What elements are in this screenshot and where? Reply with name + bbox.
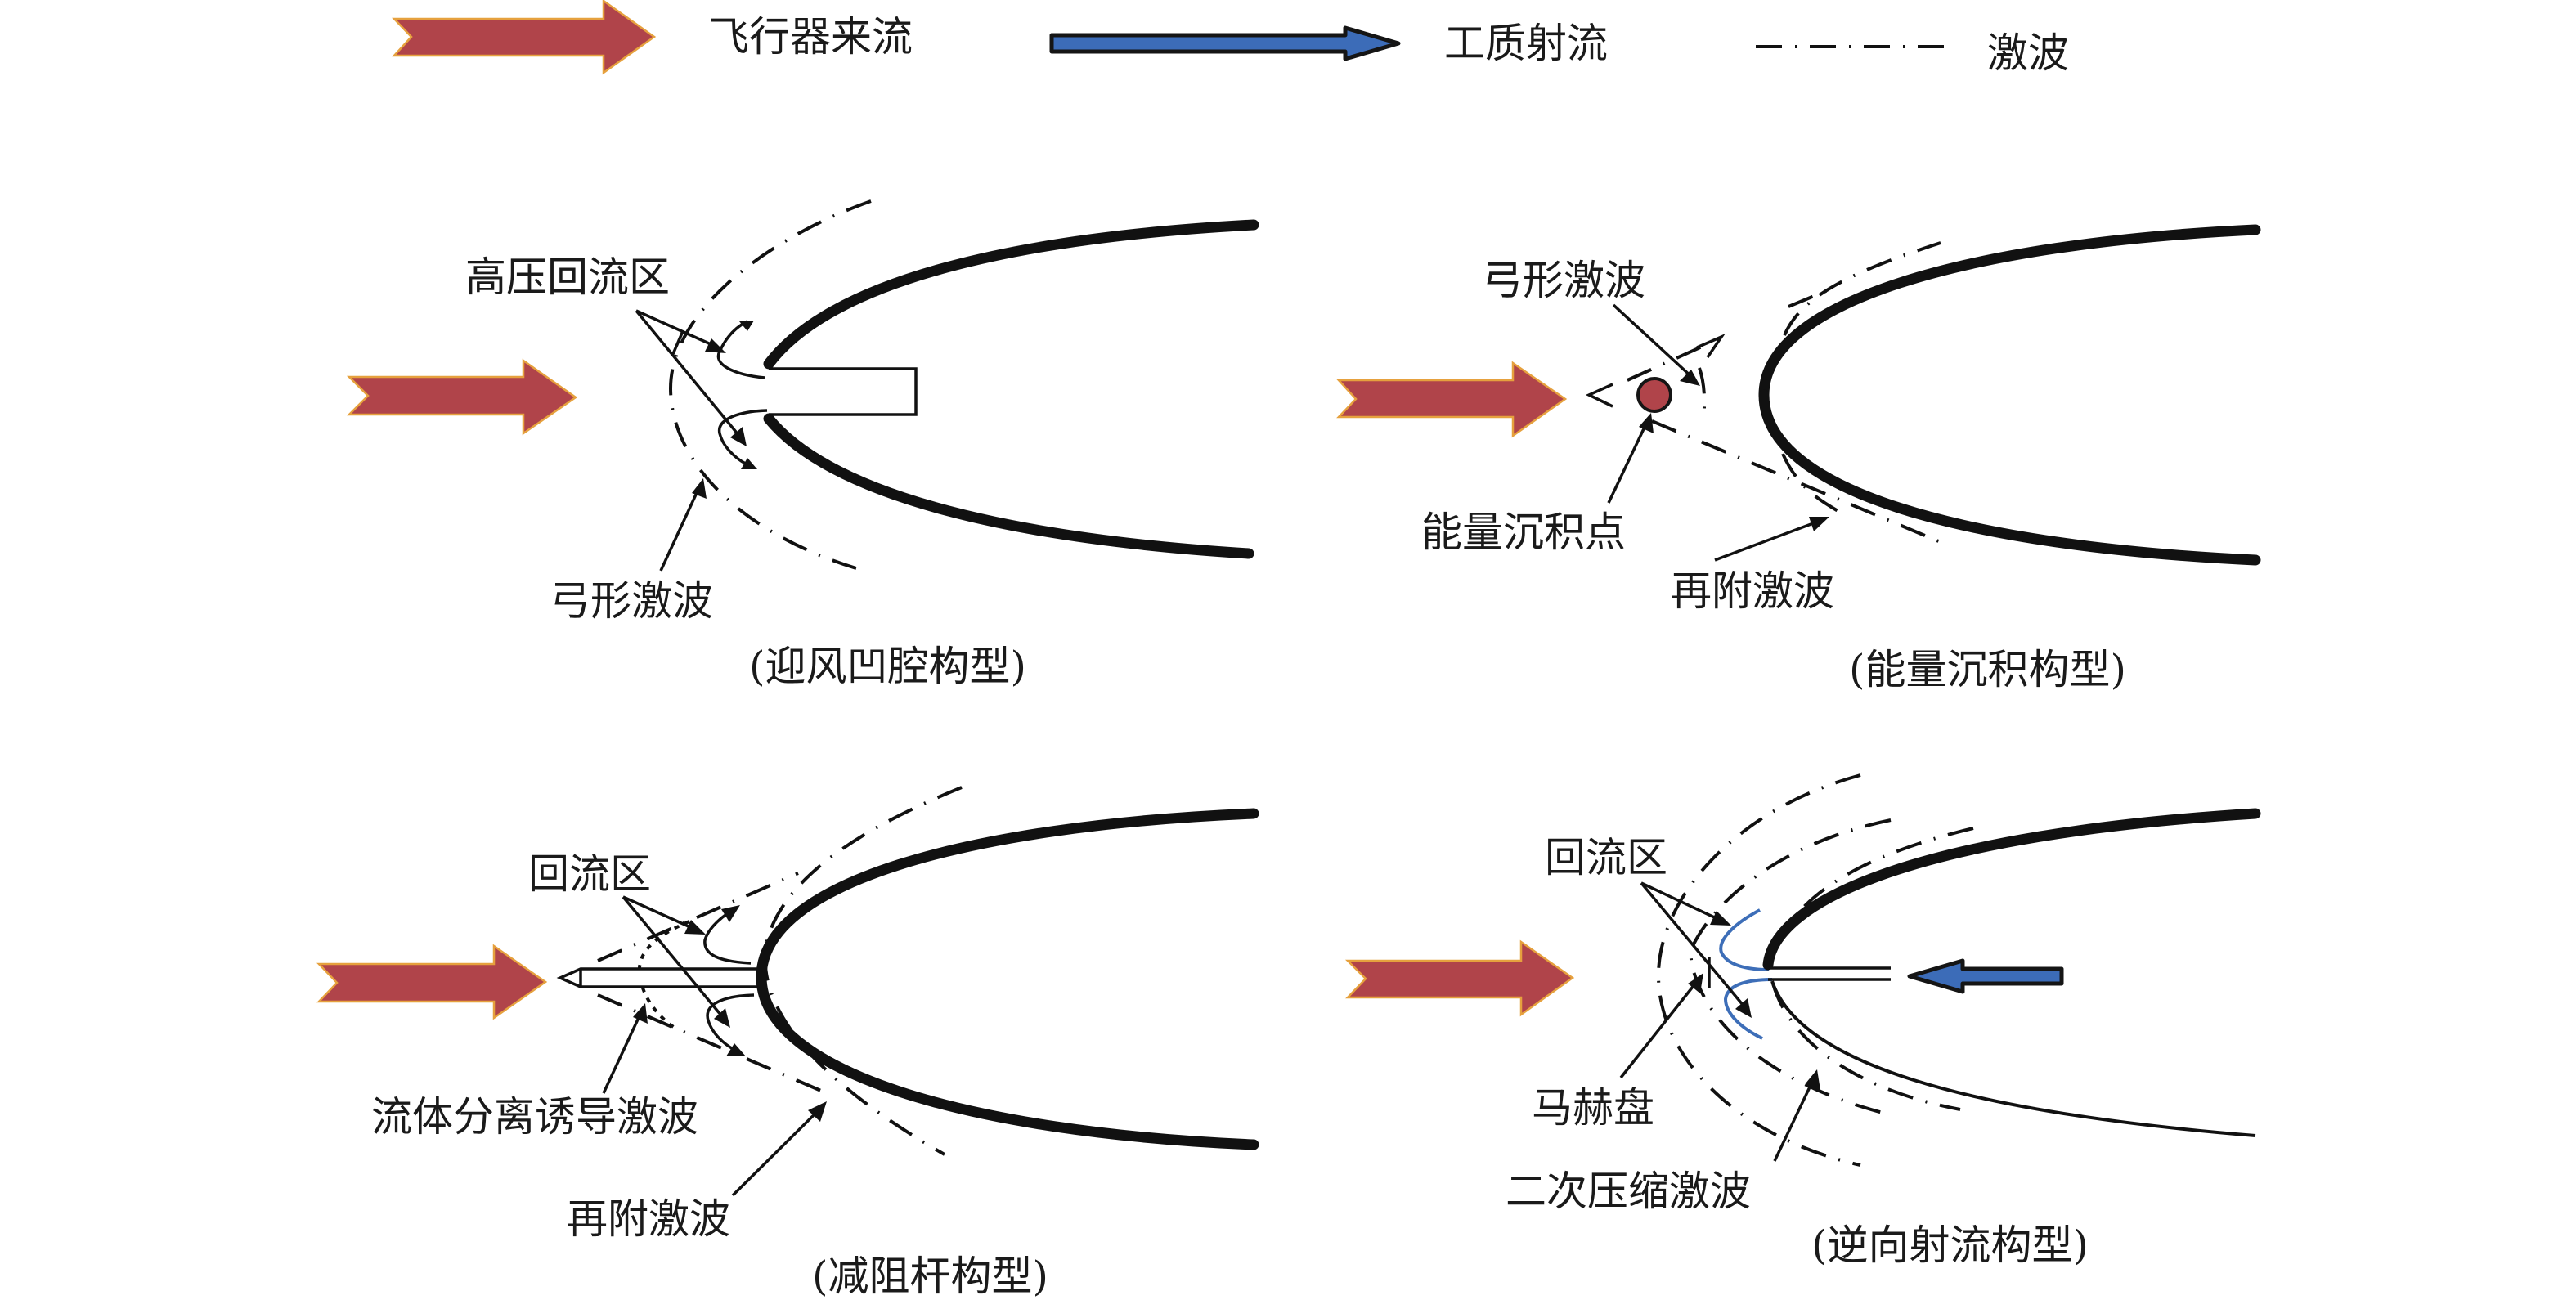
arrowhead-icon <box>1809 517 1829 531</box>
pointer-line <box>1612 303 1696 381</box>
panel-energy-deposition: 弓形激波 能量沉积点 再附激波 (能量沉积构型) <box>1336 224 2261 693</box>
freestream-arrow-icon <box>1344 939 1575 1017</box>
caption-cavity: (迎风凹腔构型) <box>749 643 1026 690</box>
jet-arrow-icon <box>1049 25 1401 61</box>
legend-freestream: 飞行器来流 <box>392 0 913 75</box>
panel-cavity: 高压回流区 弓形激波 (迎风凹腔构型) <box>346 199 1259 690</box>
label-energy-point: 能量沉积点 <box>1421 509 1626 556</box>
legend-jet: 工质射流 <box>1049 20 1608 67</box>
bow-shock <box>668 199 872 570</box>
label-secondary-shock: 二次压缩激波 <box>1506 1168 1751 1215</box>
pointer-line <box>602 1010 644 1094</box>
vehicle-body-lower <box>763 413 1254 559</box>
caption-spike: (减阻杆构型) <box>812 1253 1048 1300</box>
freestream-arrow-icon <box>346 358 578 436</box>
arrowhead-icon <box>721 905 740 922</box>
reattach-shock-upper <box>1783 241 1941 336</box>
pointer-line <box>1607 419 1649 504</box>
arrowhead-icon <box>739 321 754 331</box>
separation-shock-lower <box>597 993 828 1095</box>
label-mach-disk: 马赫盘 <box>1532 1084 1654 1132</box>
jet-boundary-lower <box>1723 978 1773 1040</box>
pointer-line <box>659 485 702 572</box>
arrowhead-icon <box>705 338 726 353</box>
label-recirculation: 回流区 <box>1545 834 1667 881</box>
jet-arrow-icon <box>1907 958 2064 994</box>
recirculation-upper <box>703 908 752 965</box>
vehicle-body-upper <box>1762 808 2261 971</box>
caption-energy-deposition: (能量沉积构型) <box>1849 646 2126 693</box>
legend-freestream-label: 飞行器来流 <box>708 13 913 61</box>
energy-deposition-point <box>1636 377 1672 413</box>
arrowhead-icon <box>1680 370 1700 386</box>
vehicle-body-lower <box>756 971 1259 1150</box>
arrowhead-icon <box>714 1008 730 1028</box>
arrowhead-icon <box>633 1003 648 1024</box>
secondary-compression-shock-lower <box>1771 983 1961 1111</box>
pointer-line <box>1773 1076 1816 1162</box>
arrowhead-icon <box>1806 1069 1820 1090</box>
vehicle-body-upper <box>756 808 1259 983</box>
vehicle-body-lower <box>1770 980 2256 1137</box>
caption-counterflow-jet: (逆向射流构型) <box>1811 1222 2089 1269</box>
recirculation-upper <box>716 351 765 379</box>
vehicle-body-upper <box>763 219 1259 370</box>
arrowhead-icon <box>1710 911 1731 926</box>
legend: 飞行器来流 工质射流 激波 <box>392 0 2069 77</box>
arrowhead-icon <box>1735 998 1752 1018</box>
label-separation-shock: 流体分离诱导激波 <box>371 1093 698 1141</box>
separation-shock-upper <box>597 872 799 962</box>
shock-vertex <box>1585 383 1613 408</box>
bow-shock <box>1698 367 1707 418</box>
arrowhead-icon <box>726 1043 746 1056</box>
reattach-shock-upper-2 <box>1788 287 1833 308</box>
recirculation-lower <box>706 993 755 1054</box>
arrowhead-icon <box>1688 973 1703 993</box>
label-bow-shock: 弓形激波 <box>550 577 713 625</box>
jet-boundary-upper <box>1719 908 1770 971</box>
arrowhead-icon <box>808 1101 827 1122</box>
label-recirculation: 回流区 <box>528 850 651 898</box>
shock-tip <box>1696 333 1726 358</box>
angle-mark <box>671 330 684 355</box>
pointer-line <box>635 309 744 442</box>
vehicle-body-lower <box>1758 389 2261 566</box>
label-bow-shock: 弓形激波 <box>1482 257 1645 304</box>
pointer-line <box>622 895 698 932</box>
pointer-line <box>1714 518 1823 562</box>
label-recirculation: 高压回流区 <box>465 253 670 301</box>
freestream-arrow-icon <box>1336 361 1568 438</box>
bow-shock-outer <box>1656 773 1861 1167</box>
oblique-shock-upper <box>1627 342 1710 382</box>
freestream-arrow-icon <box>316 944 548 1020</box>
label-reattach-shock: 再附激波 <box>1671 567 1834 615</box>
panel-counterflow-jet: 回流区 马赫盘 二次压缩激波 (逆向射流构型) <box>1344 773 2261 1269</box>
arrowhead-icon <box>1639 413 1654 433</box>
pointer-line <box>1640 881 1749 1012</box>
panel-spike: 回流区 流体分离诱导激波 再附激波 (减阻杆构型) <box>316 786 1259 1300</box>
legend-shock: 激波 <box>1756 29 2069 77</box>
arrowhead-icon <box>741 458 757 469</box>
pointer-line <box>635 309 719 349</box>
oblique-shock-lower <box>1651 419 1941 544</box>
arrowhead-icon <box>684 920 706 935</box>
label-reattach-shock: 再附激波 <box>567 1195 730 1243</box>
arrowhead-icon <box>730 427 747 446</box>
vehicle-body-upper <box>1758 224 2261 401</box>
pointer-line <box>1640 881 1724 923</box>
pointer-line <box>731 1106 823 1197</box>
reattach-shock-lower <box>1781 453 1849 518</box>
pointer-line <box>1619 978 1700 1079</box>
arrowhead-icon <box>692 478 707 499</box>
secondary-compression-shock <box>1785 827 1974 930</box>
cavity <box>769 367 918 416</box>
legend-shock-label: 激波 <box>1987 29 2069 77</box>
legend-jet-label: 工质射流 <box>1444 20 1608 67</box>
freestream-arrow-icon <box>392 0 657 75</box>
spike-rod <box>556 967 761 988</box>
pointer-line <box>622 895 727 1022</box>
recirculation-lower <box>718 409 768 468</box>
